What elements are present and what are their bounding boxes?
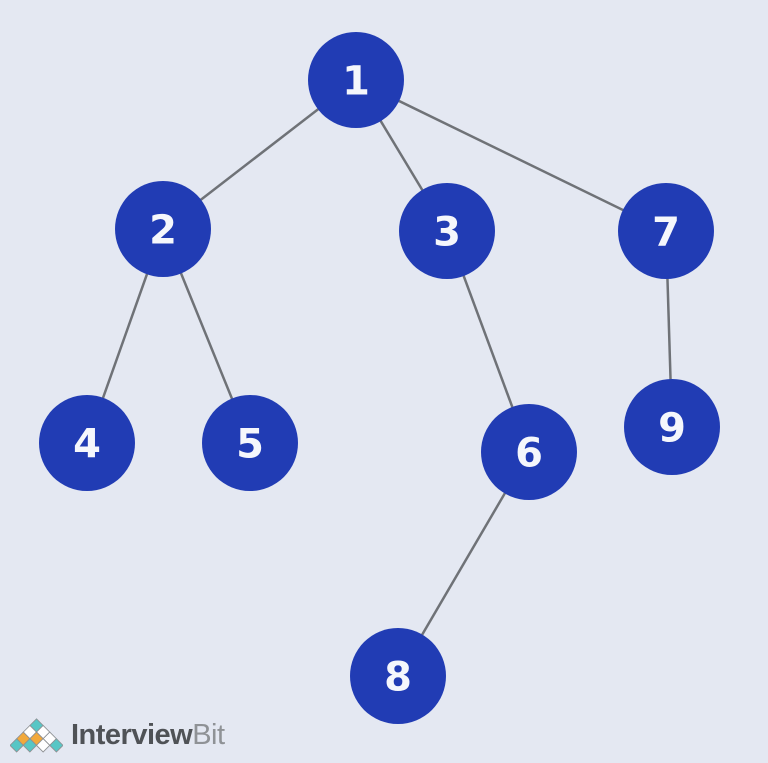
tree-node-label-6: 6: [515, 431, 543, 477]
tree-node-6: 6: [481, 404, 577, 500]
tree-node-4: 4: [39, 395, 135, 491]
tree-node-label-5: 5: [236, 422, 264, 468]
tree-node-2: 2: [115, 181, 211, 277]
tree-node-9: 9: [624, 379, 720, 475]
tree-node-circle-5: [202, 395, 298, 491]
tree-node-7: 7: [618, 183, 714, 279]
logo-text-bit: Bit: [192, 719, 225, 751]
interviewbit-logo: InterviewBit: [10, 712, 225, 758]
tree-node-circle-7: [618, 183, 714, 279]
tree-node-circle-9: [624, 379, 720, 475]
tree-node-circle-2: [115, 181, 211, 277]
tree-node-label-7: 7: [652, 210, 680, 256]
logo-pyramid-icon: [10, 717, 63, 753]
logo-wordmark: InterviewBit: [71, 712, 225, 758]
tree-node-label-3: 3: [433, 210, 461, 256]
tree-node-circle-6: [481, 404, 577, 500]
tree-node-circle-3: [399, 183, 495, 279]
tree-node-3: 3: [399, 183, 495, 279]
logo-diamond-white: [35, 737, 51, 753]
tree-node-label-8: 8: [384, 655, 412, 701]
tree-node-label-2: 2: [149, 208, 177, 254]
tree-node-1: 1: [308, 32, 404, 128]
tree-node-circle-8: [350, 628, 446, 724]
tree-node-label-9: 9: [658, 406, 686, 452]
tree-node-5: 5: [202, 395, 298, 491]
tree-node-circle-1: [308, 32, 404, 128]
logo-diamond-teal: [22, 737, 38, 753]
tree-node-label-1: 1: [342, 59, 370, 105]
logo-diamond-teal: [49, 737, 63, 753]
logo-text-interview: Interview: [71, 719, 193, 751]
tree-edge-1-7: [355, 78, 667, 233]
tree-node-circle-4: [39, 395, 135, 491]
tree-node-label-4: 4: [73, 422, 101, 468]
tree-node-8: 8: [350, 628, 446, 724]
logo-diamond-teal: [10, 737, 24, 753]
